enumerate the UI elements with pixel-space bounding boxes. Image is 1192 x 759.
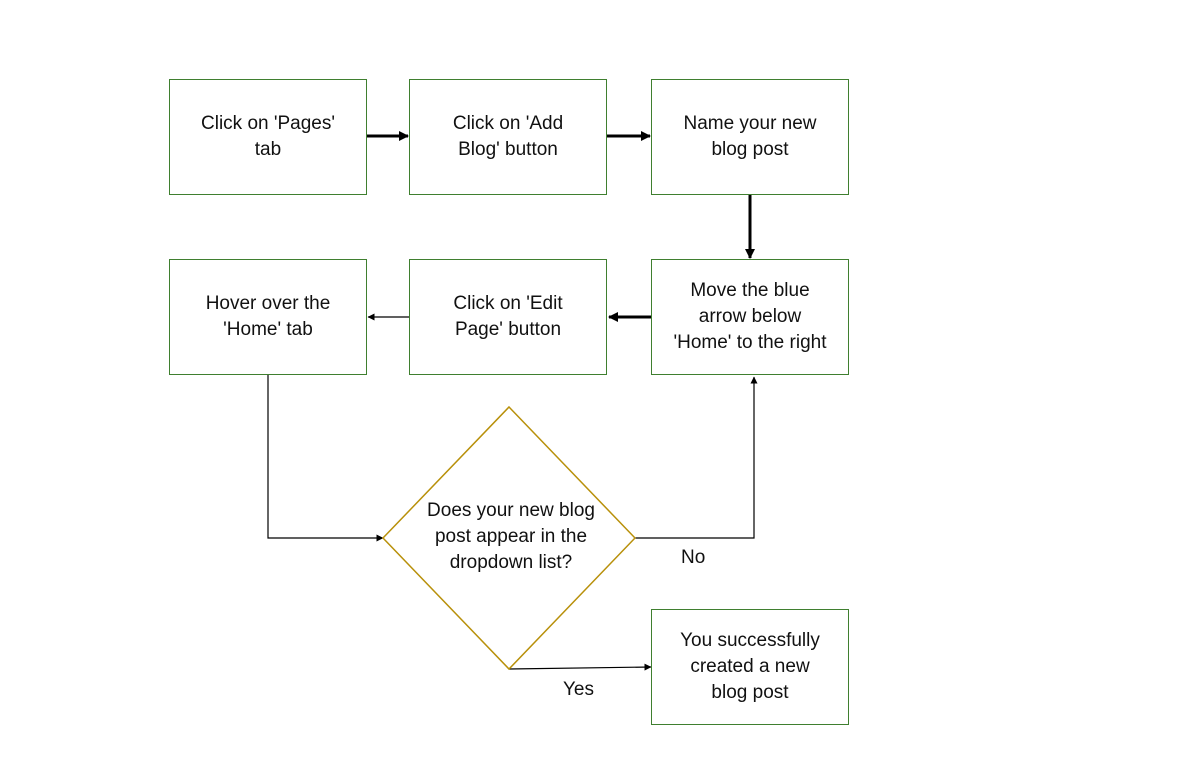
step-click-edit-page-label: Click on 'Edit Page' button (453, 293, 563, 340)
edge-label-no: No (681, 547, 706, 568)
decision-diamond (381, 405, 637, 671)
step-success-label: You successfully created a new blog post (680, 630, 820, 703)
step-click-add-blog: Click on 'Add Blog' button (409, 79, 607, 195)
step-move-blue-arrow-label: Move the blue arrow below 'Home' to the … (673, 280, 827, 353)
step-hover-home-tab: Hover over the 'Home' tab (169, 259, 367, 375)
edge-label-yes: Yes (563, 679, 594, 700)
step-click-pages-tab: Click on 'Pages' tab (169, 79, 367, 195)
step-click-edit-page: Click on 'Edit Page' button (409, 259, 607, 375)
step-success: You successfully created a new blog post (651, 609, 849, 725)
step-name-blog-post-label: Name your new blog post (683, 113, 817, 160)
step-click-add-blog-label: Click on 'Add Blog' button (452, 113, 564, 160)
step-move-blue-arrow: Move the blue arrow below 'Home' to the … (651, 259, 849, 375)
edge-decision-yes (508, 663, 652, 671)
edge-hover-home-to-decision (267, 375, 384, 542)
step-click-pages-tab-label: Click on 'Pages' tab (201, 113, 335, 160)
step-name-blog-post: Name your new blog post (651, 79, 849, 195)
decision-question-label: Does your new blog post appear in the dr… (427, 500, 595, 573)
edge-decision-no (634, 376, 758, 539)
step-hover-home-tab-label: Hover over the 'Home' tab (205, 293, 331, 340)
